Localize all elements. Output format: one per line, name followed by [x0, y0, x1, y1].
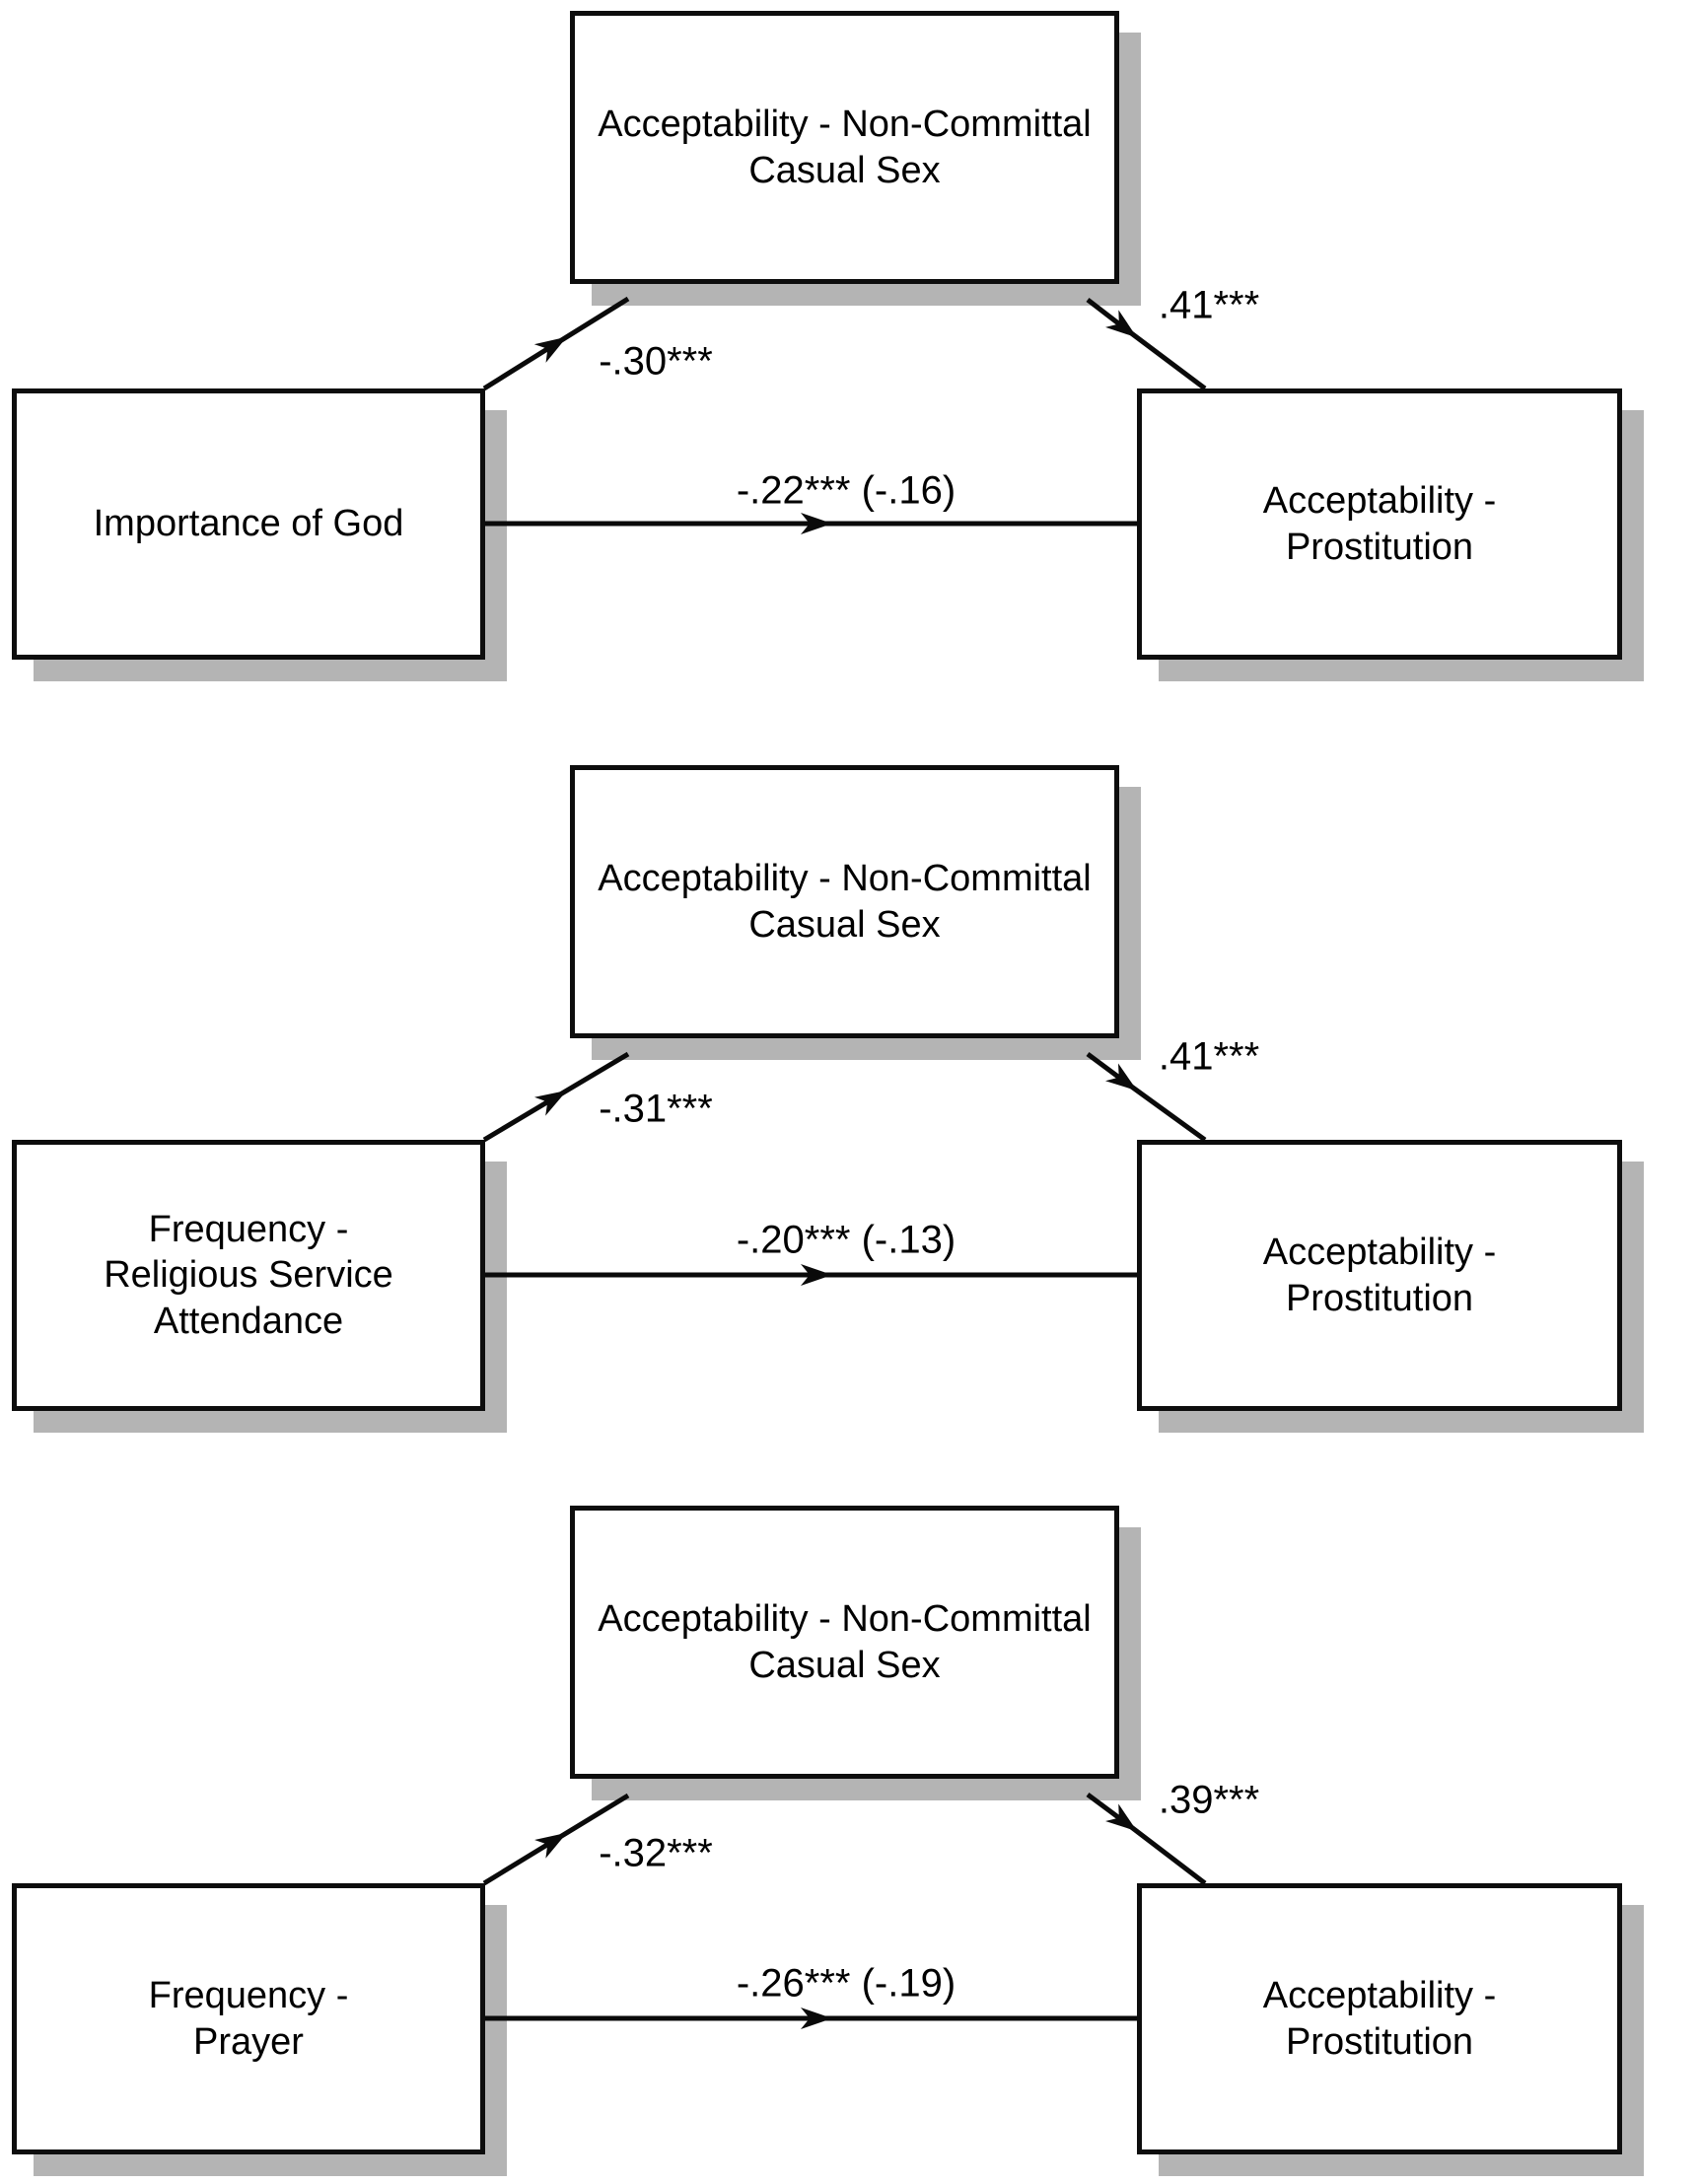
path-c-coefficient: -.20*** (-.13) [736, 1218, 956, 1262]
path-b-coefficient: .41*** [1158, 283, 1260, 327]
path-c-coefficient: -.26*** (-.19) [736, 1961, 956, 2006]
path-c-coefficient: -.22*** (-.16) [736, 468, 956, 513]
outcome-label: Acceptability - Prostitution [1262, 1975, 1497, 2063]
mediator-box: Acceptability - Non-Committal Casual Sex [570, 765, 1119, 1038]
mediator-label: Acceptability - Non-Committal Casual Sex [598, 1598, 1092, 1686]
outcome-label: Acceptability - Prostitution [1262, 1232, 1497, 1319]
predictor-label: Importance of God [93, 503, 404, 545]
mediator-box: Acceptability - Non-Committal Casual Sex [570, 1506, 1119, 1779]
mediator-label: Acceptability - Non-Committal Casual Sex [598, 858, 1092, 946]
outcome-label: Acceptability - Prostitution [1262, 480, 1497, 568]
predictor-label: Frequency - Religious Service Attendance [104, 1208, 393, 1342]
outcome-box: Acceptability - Prostitution [1137, 1883, 1622, 2154]
predictor-label: Frequency - Prayer [148, 1975, 349, 2063]
predictor-box: Frequency - Religious Service Attendance [12, 1140, 485, 1411]
path-a-coefficient: -.31*** [599, 1087, 713, 1131]
mediator-label: Acceptability - Non-Committal Casual Sex [598, 104, 1092, 191]
mediator-box: Acceptability - Non-Committal Casual Sex [570, 11, 1119, 284]
predictor-box: Frequency - Prayer [12, 1883, 485, 2154]
path-a-coefficient: -.32*** [599, 1831, 713, 1875]
path-a-coefficient: -.30*** [599, 339, 713, 384]
path-b-coefficient: .41*** [1158, 1034, 1260, 1079]
outcome-box: Acceptability - Prostitution [1137, 1140, 1622, 1411]
mediation-model-1: Acceptability - Non-Committal Casual Sex… [0, 0, 1700, 690]
predictor-box: Importance of God [12, 388, 485, 660]
outcome-box: Acceptability - Prostitution [1137, 388, 1622, 660]
path-b-coefficient: .39*** [1158, 1778, 1260, 1822]
